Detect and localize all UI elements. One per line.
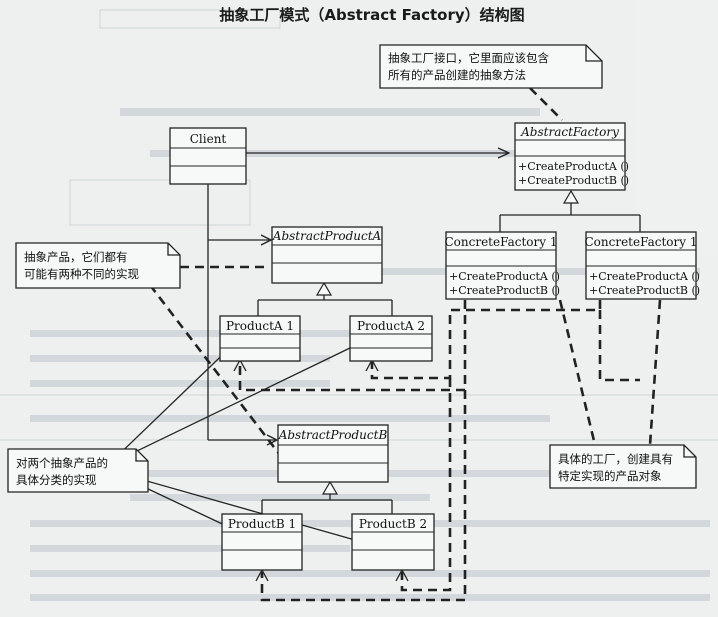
- class-product-a1: ProductA 1: [219, 315, 301, 362]
- note-concrete-factories-line-2: 特定实现的产品对象: [558, 469, 662, 483]
- concrete-factory-1-method-a: +CreateProductA (): [449, 270, 560, 283]
- product-b2-name: ProductB 2: [359, 517, 427, 531]
- client-factory-arrowhead: [497, 147, 511, 159]
- note-cf1-dashed-link: [558, 299, 597, 446]
- class-abstract-product-a: AbstractProductA: [271, 226, 383, 284]
- class-product-b2: ProductB 2: [351, 513, 435, 571]
- class-concrete-factory-1: ConcreteFactory 1 +CreateProductA () +Cr…: [444, 231, 560, 300]
- class-product-b1: ProductB 1: [221, 513, 303, 571]
- client-producta-arrowhead: [260, 234, 273, 246]
- factory-generalization-triangle: [562, 189, 580, 204]
- product-a1-name: ProductA 1: [226, 319, 294, 333]
- note-factory-interface: 抽象工厂接口，它里面应该包含 所有的产品创建的抽象方法: [379, 44, 603, 89]
- note-concrete-factories-line-1: 具体的工厂，创建具有: [558, 452, 673, 466]
- abstract-factory-method-b: +CreateProductB (): [518, 174, 629, 187]
- note-factory-dashed-link: [529, 87, 563, 121]
- note-concrete-products: 对两个抽象产品的 具体分类的实现: [7, 448, 149, 493]
- cf2-producta2-dependency: [370, 300, 602, 380]
- cf1-productb1-dependency: [260, 390, 467, 602]
- concrete-factory-1-method-b: +CreateProductB (): [449, 284, 560, 297]
- concrete-factory-1-name: ConcreteFactory 1: [444, 235, 557, 249]
- product-b1-name: ProductB 1: [228, 517, 296, 531]
- abstract-factory-name: AbstractFactory: [520, 125, 619, 139]
- note-abstract-products: 抽象产品，它们都有 可能有两种不同的实现: [15, 242, 181, 289]
- page-title: 抽象工厂模式（Abstract Factory）结构图: [219, 6, 524, 24]
- abstract-factory-method-a: +CreateProductA (): [518, 160, 629, 173]
- cf1-producta1-dependency: [238, 300, 467, 392]
- concrete-factory-2-name: ConcreteFactory 1: [584, 235, 697, 249]
- cf2-productb2-dependency: [400, 378, 452, 592]
- note-cf2-dashed-link: [648, 299, 662, 446]
- class-abstract-product-b: AbstractProductB: [277, 424, 389, 483]
- class-abstract-factory: AbstractFactory +CreateProductA () +Crea…: [514, 122, 629, 191]
- note-factory-interface-line-1: 抽象工厂接口，它里面应该包含: [388, 51, 549, 65]
- client-name: Client: [190, 132, 227, 146]
- abstract-product-b-name: AbstractProductB: [278, 428, 388, 442]
- abstract-product-a-name: AbstractProductA: [272, 229, 382, 243]
- note-abstract-products-line-2: 可能有两种不同的实现: [24, 267, 139, 281]
- note-concrete-factories: 具体的工厂，创建具有 特定实现的产品对象: [549, 444, 697, 489]
- product-a2-name: ProductA 2: [357, 319, 425, 333]
- note-anchor-line: [107, 337, 241, 466]
- class-client: Client: [169, 127, 247, 185]
- class-product-a2: ProductA 2: [349, 315, 433, 362]
- note-concrete-products-line-1: 对两个抽象产品的: [16, 456, 108, 470]
- concrete-factory-2-method-a: +CreateProductA (): [589, 270, 700, 283]
- note-factory-interface-line-2: 所有的产品创建的抽象方法: [388, 68, 526, 82]
- producta-generalization-triangle: [315, 281, 333, 296]
- class-concrete-factory-2: ConcreteFactory 1 +CreateProductA () +Cr…: [584, 231, 700, 300]
- concrete-factory-2-method-b: +CreateProductB (): [589, 284, 700, 297]
- connectors: [107, 87, 662, 602]
- note-abstract-products-line-1: 抽象产品，它们都有: [24, 250, 128, 264]
- productb-generalization-triangle: [321, 480, 339, 495]
- note-productb-dashed-link: [148, 284, 282, 456]
- note-concrete-products-line-2: 具体分类的实现: [16, 473, 97, 487]
